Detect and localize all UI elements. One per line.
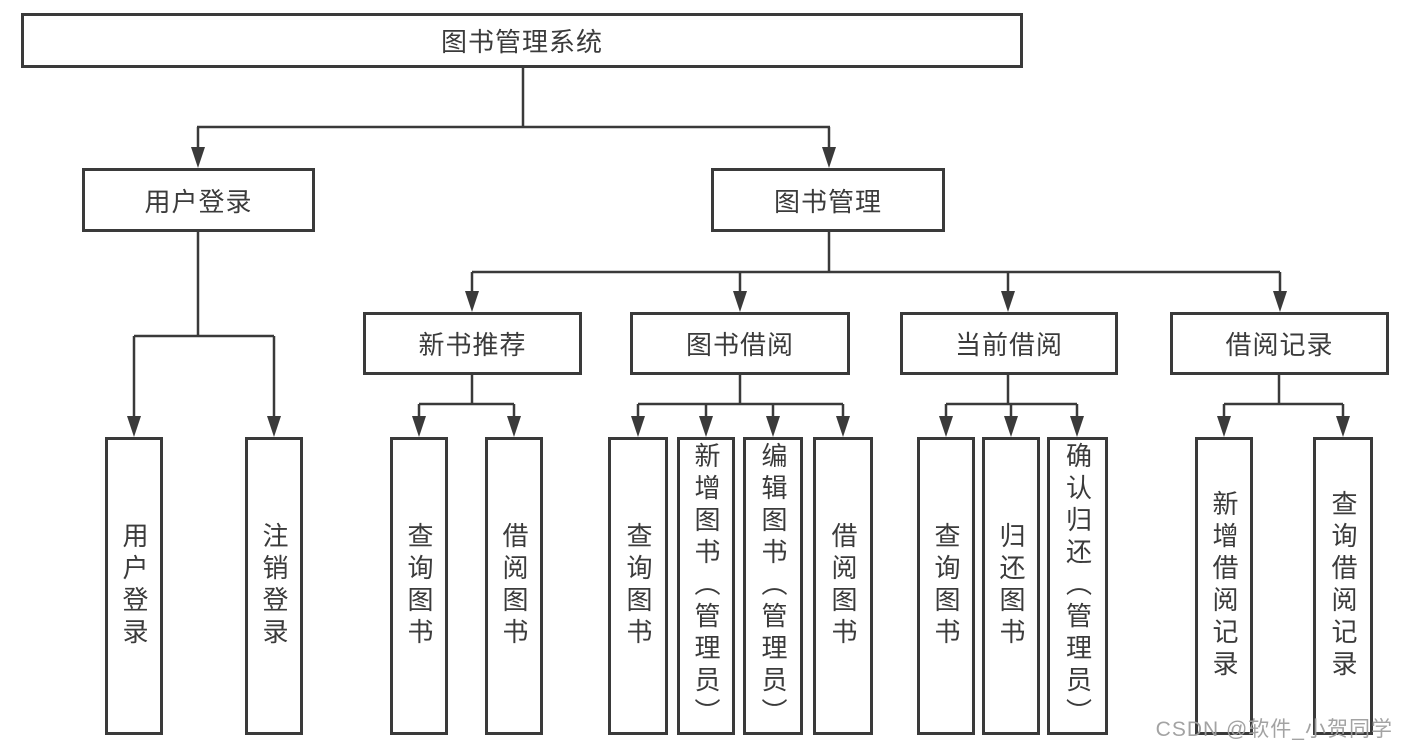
node-borrowing-records: 借阅记录 [1170, 312, 1389, 375]
node-user-login: 用户登录 [82, 168, 315, 232]
leaf-add-borrow-record-label: 新增借阅记录 [1209, 490, 1239, 682]
leaf-borrow-books-2: 借阅图书 [813, 437, 873, 735]
node-library-system: 图书管理系统 [21, 13, 1023, 68]
leaf-user-login-label: 用户登录 [119, 522, 149, 650]
leaf-add-book-admin: 新增图书（管理员） [677, 437, 735, 735]
leaf-confirm-return-admin-label: 确认归还（管理员） [1062, 442, 1093, 730]
arrowheads [127, 147, 1350, 437]
leaf-query-borrow-record: 查询借阅记录 [1313, 437, 1373, 735]
leaf-user-login: 用户登录 [105, 437, 163, 735]
leaf-return-book: 归还图书 [982, 437, 1040, 735]
node-borrowing-records-label: 借阅记录 [1225, 330, 1334, 360]
node-current-borrowing: 当前借阅 [900, 312, 1118, 375]
leaf-query-books-3: 查询图书 [917, 437, 975, 735]
leaf-borrow-books-1-label: 借阅图书 [499, 522, 529, 650]
tree-edges [132, 68, 1345, 421]
leaf-logout: 注销登录 [245, 437, 303, 735]
watermark: CSDN @软件_小贺同学 [1155, 718, 1393, 741]
leaf-query-books-2: 查询图书 [608, 437, 668, 735]
leaf-add-borrow-record: 新增借阅记录 [1195, 437, 1253, 735]
leaf-edit-book-admin-label: 编辑图书（管理员） [758, 442, 788, 730]
leaf-borrow-books-2-label: 借阅图书 [828, 522, 858, 650]
node-library-system-label: 图书管理系统 [440, 27, 603, 57]
leaf-borrow-books-1: 借阅图书 [485, 437, 543, 735]
leaf-edit-book-admin: 编辑图书（管理员） [743, 437, 803, 735]
node-book-management-label: 图书管理 [773, 186, 882, 217]
node-current-borrowing-label: 当前借阅 [954, 330, 1063, 360]
node-book-borrowing-label: 图书借阅 [685, 330, 794, 360]
leaf-logout-label: 注销登录 [259, 522, 289, 650]
node-new-book-recommend: 新书推荐 [363, 312, 582, 375]
leaf-confirm-return-admin: 确认归还（管理员） [1047, 437, 1108, 735]
leaf-query-books-1-label: 查询图书 [404, 522, 434, 650]
leaf-query-books-1: 查询图书 [390, 437, 448, 735]
leaf-add-book-admin-label: 新增图书（管理员） [691, 442, 721, 730]
leaf-query-books-3-label: 查询图书 [931, 522, 961, 650]
node-book-borrowing: 图书借阅 [630, 312, 850, 375]
leaf-query-borrow-record-label: 查询借阅记录 [1328, 490, 1358, 682]
node-user-login-label: 用户登录 [144, 186, 253, 217]
leaf-return-book-label: 归还图书 [996, 522, 1026, 650]
node-new-book-recommend-label: 新书推荐 [418, 330, 527, 360]
leaf-query-books-2-label: 查询图书 [623, 522, 653, 650]
node-book-management: 图书管理 [711, 168, 945, 232]
